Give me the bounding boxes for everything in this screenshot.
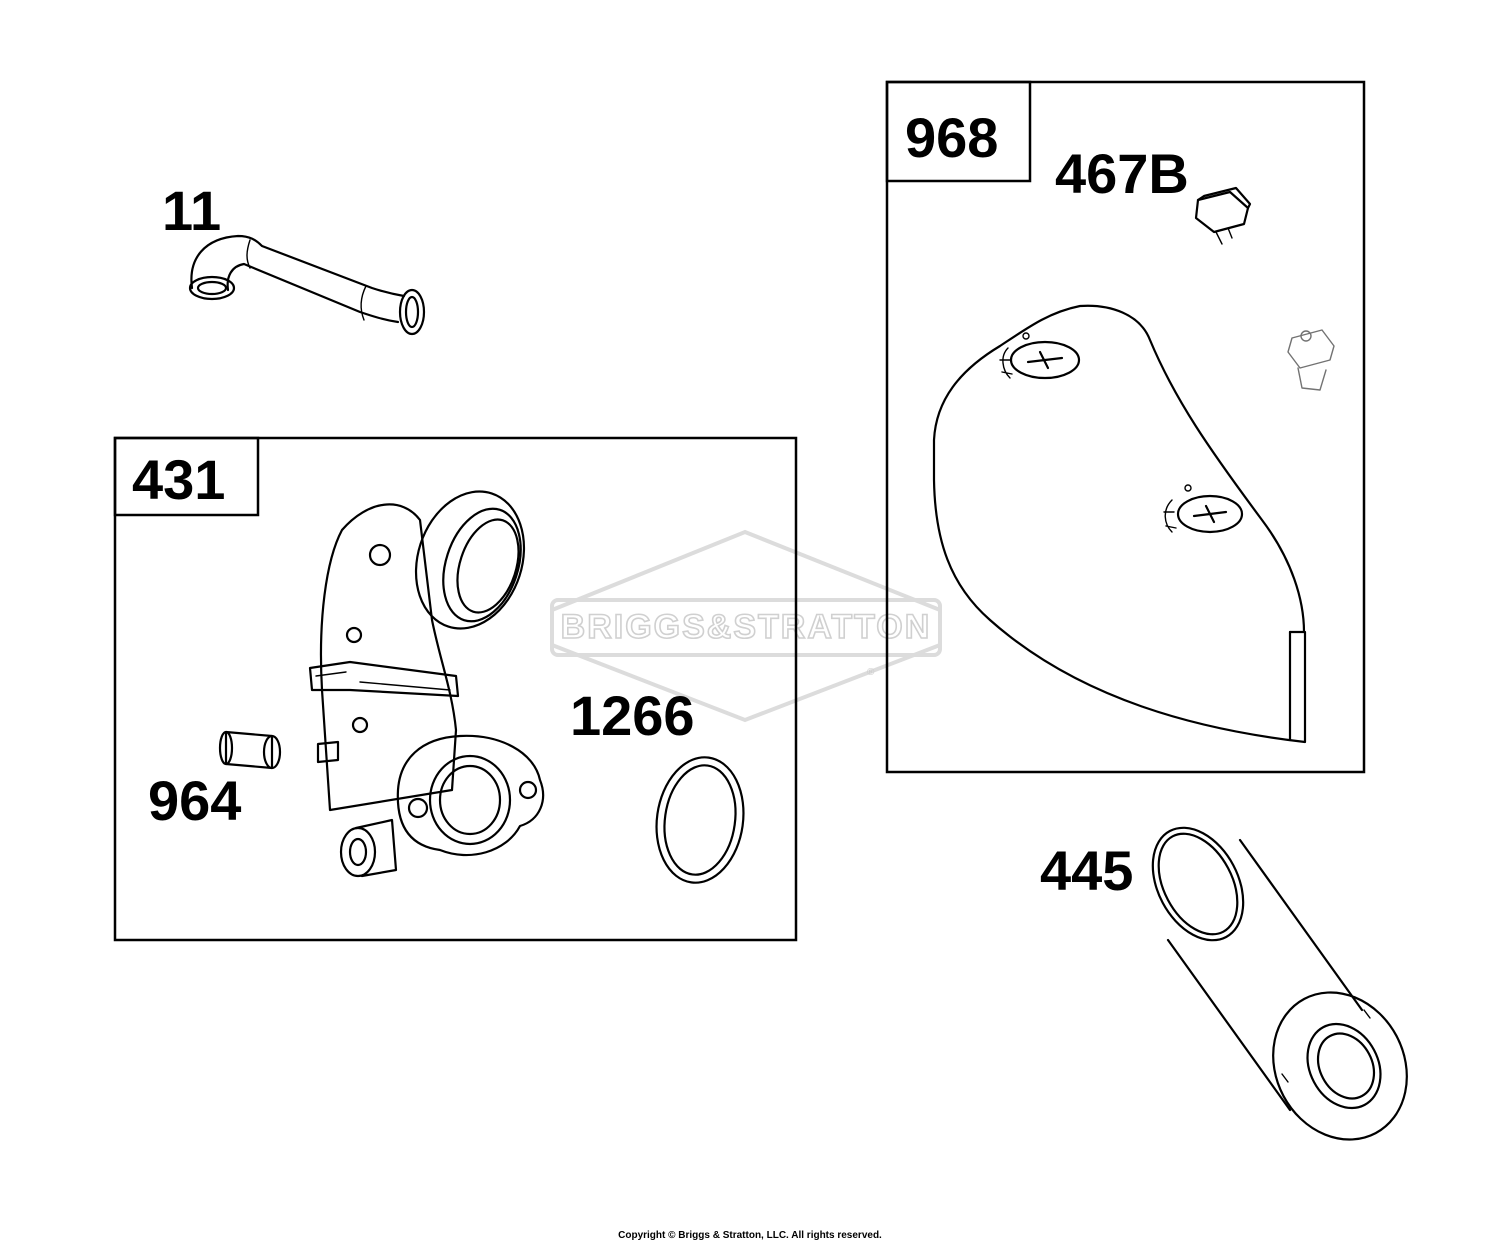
cover-box-968-tab [885,80,1032,183]
watermark-registered: ® [867,667,875,678]
callout-11: 11 [162,179,221,242]
watermark-text: BRIGGS&STRATTON [561,608,932,646]
callout-964: 964 [148,769,241,832]
assembly-box-431-tab [113,436,260,517]
cover-box-968 [885,80,1366,774]
callout-467B: 467B [1055,142,1189,205]
callout-431: 431 [132,448,225,511]
filter-part [1151,826,1408,1141]
assembly-box-431 [113,436,798,942]
sleeve-part [218,730,282,770]
air-cleaner-cover-part [932,304,1307,744]
copyright-footer: Copyright © Briggs & Stratton, LLC. All … [618,1230,882,1241]
breather-hose-part [188,234,426,336]
callout-445: 445 [1040,839,1133,902]
callout-1266: 1266 [570,684,695,747]
brand-watermark: BRIGGS&STRATTON ® [550,529,942,723]
callout-968: 968 [905,106,998,169]
intake-elbow-part [308,490,545,878]
seal-ring-part [655,756,745,884]
clip-part [1194,186,1252,245]
clip-ghost-part [1287,329,1335,391]
